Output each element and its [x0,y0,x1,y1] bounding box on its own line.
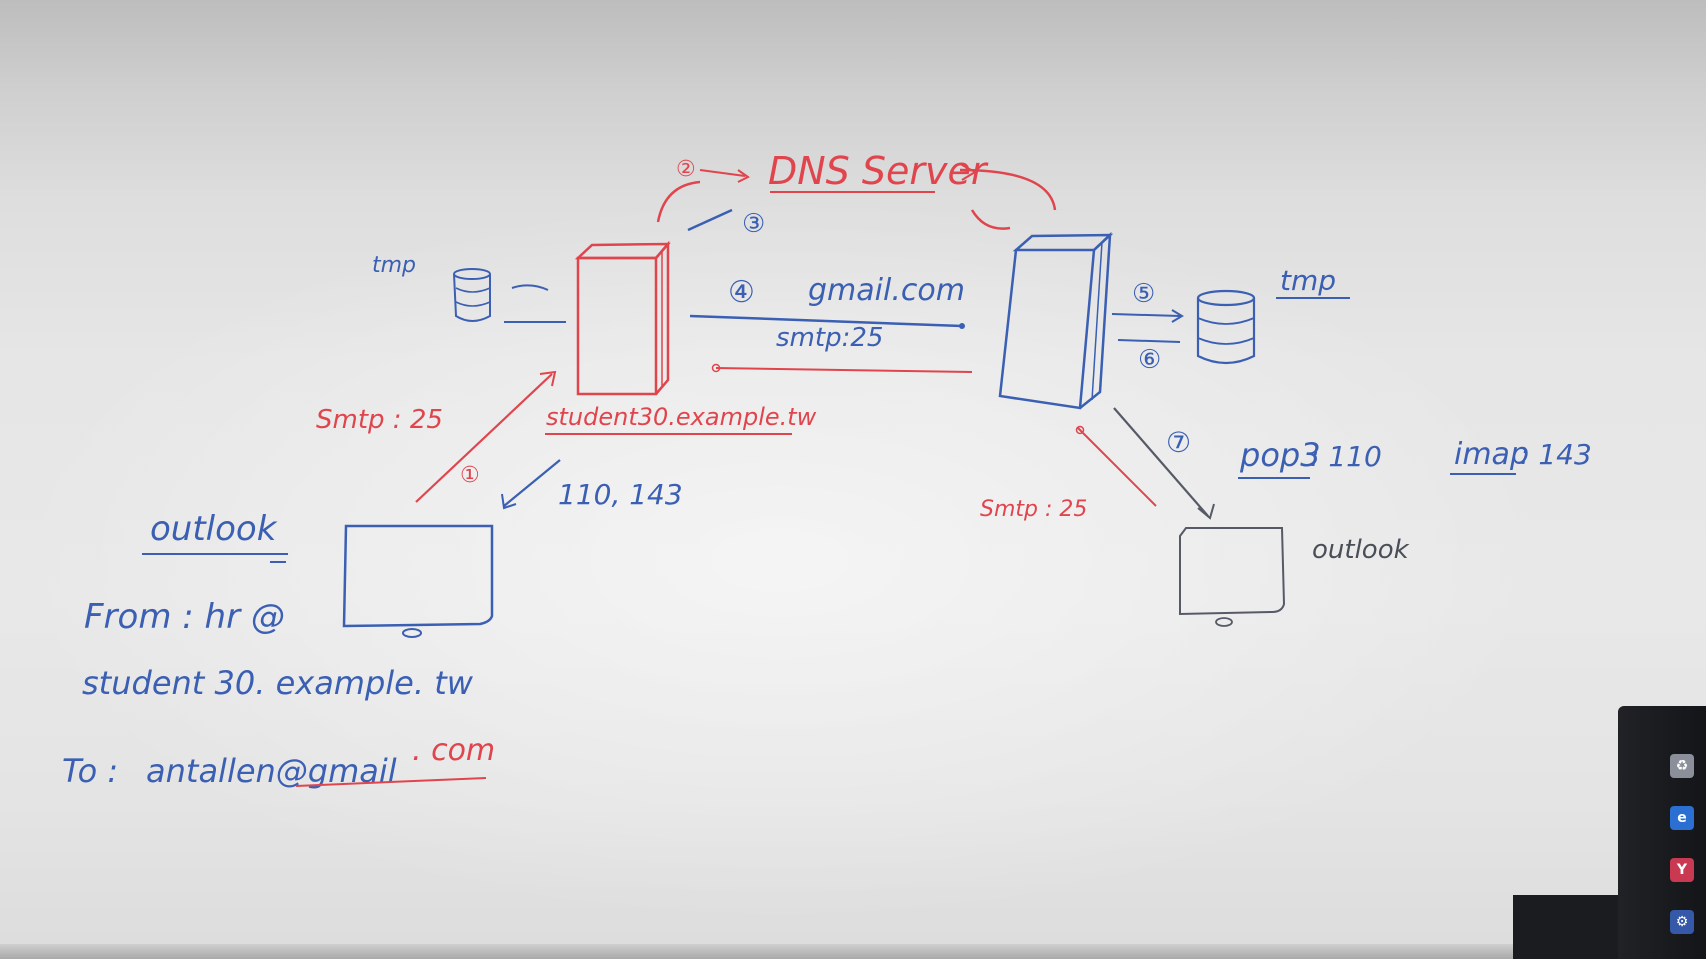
client-receive-arrowhead [501,493,517,510]
imap-label: imap [1454,437,1529,472]
to-address-tld: . com [412,733,495,768]
smtp-relay-end [959,323,965,329]
imap-port: : 143 [1520,438,1592,471]
step-7-marker: ⑦ [1166,426,1191,459]
red-relay-start [711,363,721,373]
left-tmp-label: tmp [372,253,416,278]
from-domain: student 30. example. tw [82,664,474,702]
sender-server-icon [574,240,671,396]
dns-to-right-server-curve [959,168,1057,211]
to-address-underline [295,777,487,787]
red-relay-line [715,367,973,373]
left-outlook-label: outlook [150,509,278,549]
right-tmp-label: tmp [1280,264,1336,297]
dns-down-arrow [970,209,1011,230]
right-outlook-label: outlook [1312,535,1410,565]
right-client-send-start [1075,425,1085,435]
step-6-marker: ⑥ [1138,345,1161,375]
smtp-middle-port: smtp:25 [776,323,883,353]
dns-server-label: DNS Server [768,149,989,193]
settings-icon[interactable]: ⚙ [1670,910,1694,934]
left-server-to-dns-curve [656,180,701,223]
whiteboard-tray [0,944,1513,959]
dns-query-arrow-line [699,169,746,177]
step-4-marker: ④ [728,275,755,310]
client-receive-arrow [503,459,561,507]
pop3-label: pop3 [1239,436,1321,474]
from-label: From : hr @ [84,597,285,637]
smtp-left-port: Smtp : 25 [316,405,443,435]
dns-right-arrowhead [961,164,978,181]
edge-browser-icon[interactable]: e [1670,806,1694,830]
right-client-monitor-icon [1179,527,1286,627]
left-client-monitor-icon [342,524,494,638]
monitor-bezel [1513,895,1618,959]
pop-imap-arrow [1113,407,1209,517]
left-store-arrow-in [511,284,549,291]
recycle-bin-icon[interactable]: ♻ [1670,754,1694,778]
step-3-marker: ③ [742,209,765,239]
app-icon[interactable]: Y [1670,858,1694,882]
step-5-marker: ⑤ [1132,279,1155,309]
store-write-arrowhead [1171,309,1184,323]
step-1-marker: ① [460,463,480,488]
store-write-arrow [1111,313,1181,317]
client-send-arrowhead [539,370,557,387]
smtp-relay-line [689,314,963,328]
right-storage-icon [1196,289,1256,365]
pop3-port: : 110 [1310,440,1382,473]
to-label: To : [62,752,118,790]
left-storage-icon [453,268,491,322]
store-read-arrow [1117,339,1181,343]
right-client-send-arrow [1077,427,1157,507]
smtp-right-port: Smtp : 25 [980,497,1087,522]
dns-query-arrowhead [737,169,750,183]
receiver-server-icon [998,231,1114,410]
desktop-monitor-edge: ♻ e Y ⚙ [1618,706,1706,959]
left-receive-ports: 110, 143 [558,478,683,511]
step-2-marker: ② [676,157,696,182]
sender-server-label: student30.example.tw [546,403,817,431]
dns-reply-arrow [687,208,733,232]
gmail-domain-label: gmail.com [808,273,965,308]
client-send-arrow [415,373,553,503]
pop-imap-arrowhead [1197,503,1215,520]
